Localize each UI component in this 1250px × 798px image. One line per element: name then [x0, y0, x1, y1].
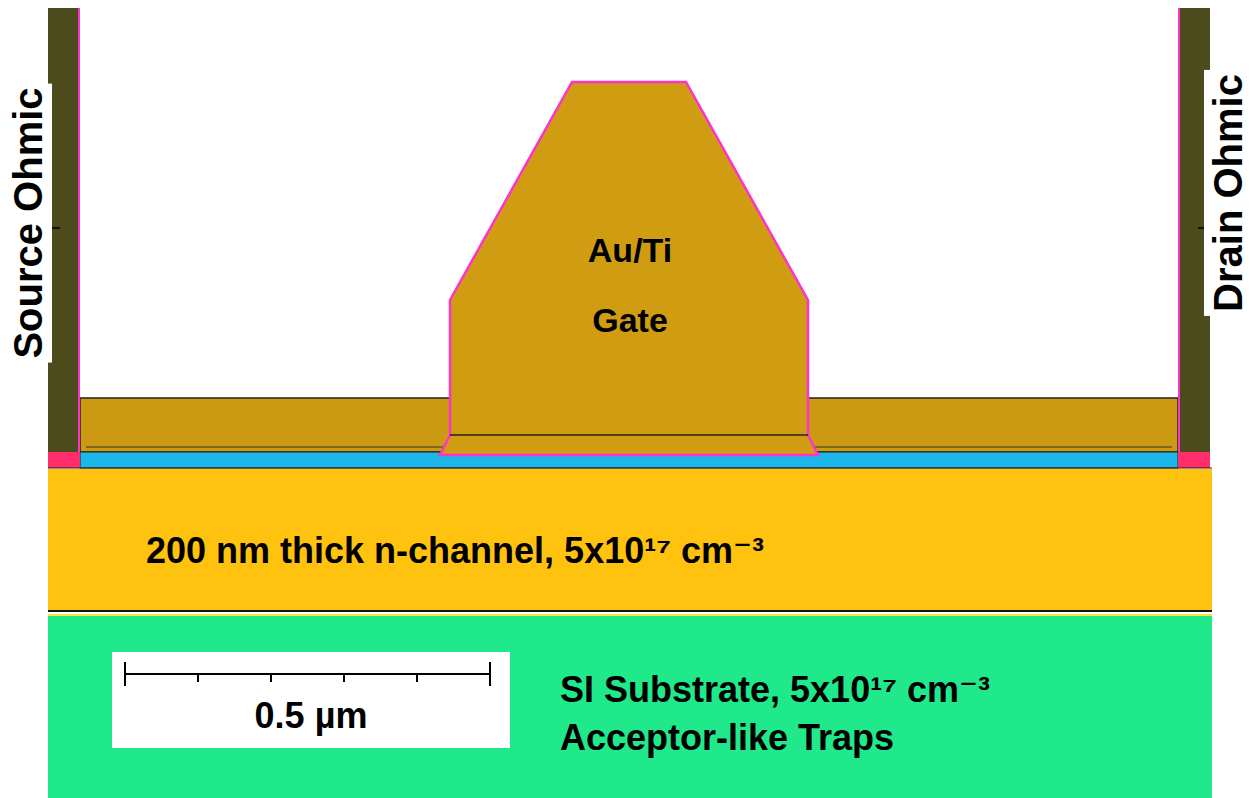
layer-label: Acceptor-like Traps — [560, 716, 1200, 760]
layer-label: Source Ohmic — [4, 83, 52, 362]
layer-label: 200 nm thick n-channel, 5x10¹⁷ cm⁻³ — [68, 529, 1192, 573]
layer-label: Drain Ohmic — [1204, 70, 1250, 316]
gate-electrode: Au/Ti Gate — [440, 80, 820, 456]
scale-bar-tick — [416, 674, 418, 682]
si-substrate-layer: 0.5 µm SI Substrate, 5x10¹⁷ cm⁻³Acceptor-… — [48, 614, 1212, 798]
drain-ohmic-contact: Drain Ohmic — [1210, 8, 1246, 428]
scale-bar-tick — [270, 674, 272, 682]
scale-bar-tick — [489, 662, 491, 686]
n-channel-layer: 200 nm thick n-channel, 5x10¹⁷ cm⁻³ — [48, 469, 1212, 612]
gate-foot-line — [450, 434, 808, 436]
source-contact-edge — [78, 8, 80, 452]
scale-bar-tick — [124, 662, 126, 686]
layer-label: 0.5 µm — [112, 694, 510, 738]
source-implant — [48, 452, 80, 468]
scale-bar-box: 0.5 µm — [112, 652, 510, 748]
scale-bar-tick — [343, 674, 345, 682]
source-ohmic-contact: Source Ohmic — [8, 8, 48, 428]
scale-bar-line — [125, 673, 490, 675]
scale-bar-tick — [197, 674, 199, 682]
drain-implant — [1178, 452, 1210, 468]
gate-body — [440, 82, 818, 455]
layer-label: Au/Ti Gate — [560, 215, 700, 355]
drain-contact-edge — [1178, 8, 1180, 452]
source-contact-bar — [48, 8, 79, 452]
layer-label: SI Substrate, 5x10¹⁷ cm⁻³ — [560, 668, 1200, 712]
